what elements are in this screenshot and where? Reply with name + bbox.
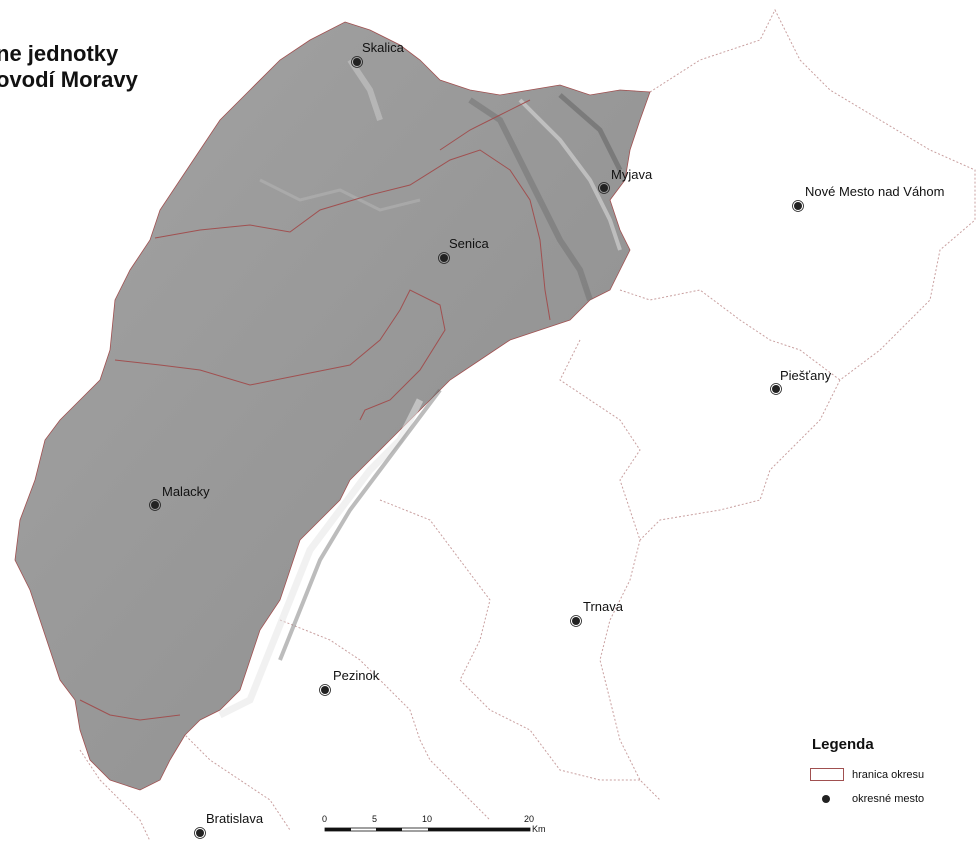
svg-text:Myjava: Myjava [611, 167, 653, 182]
basin-relief [14, 21, 651, 791]
legend-boundary-swatch [810, 768, 844, 781]
svg-text:Pezinok: Pezinok [333, 668, 380, 683]
svg-text:Nové Mesto nad Váhom: Nové Mesto nad Váhom [805, 184, 944, 199]
mountain-texture [218, 58, 623, 719]
legend-town-label: okresné mesto [852, 792, 925, 805]
town-trnava: Trnava [570, 599, 624, 627]
legend-boundary-row: hranica okresu [810, 768, 924, 781]
legend-town-row: okresné mesto [810, 792, 924, 805]
legend-title: Legenda [812, 736, 874, 753]
map-title-line-2: ovodí Moravy [0, 67, 138, 92]
svg-text:Bratislava: Bratislava [206, 811, 264, 826]
legend-boundary-label: hranica okresu [852, 768, 925, 781]
svg-text:Skalica: Skalica [362, 40, 405, 55]
svg-text:Piešťany: Piešťany [780, 368, 832, 383]
outer-district-boundaries [79, 8, 976, 841]
map-title-line-1: ne jednotky [0, 41, 119, 66]
scale-tick-20: 20 [524, 814, 534, 824]
town-myjava: Myjava [598, 167, 653, 194]
scale-bar: 0 5 10 20 Km [322, 814, 546, 834]
town-pezinok: Pezinok [319, 668, 380, 696]
town-bratislava: Bratislava [194, 811, 264, 839]
legend-town-symbol [810, 792, 844, 805]
svg-text:Senica: Senica [449, 236, 490, 251]
town-malacky: Malacky [149, 484, 210, 511]
town-skalica: Skalica [351, 40, 405, 68]
scale-tick-5: 5 [372, 814, 377, 824]
scale-unit: Km [532, 824, 546, 834]
town-senica: Senica [438, 236, 490, 264]
town-nove-mesto-nad-vahom: Nové Mesto nad Váhom [792, 184, 944, 212]
scale-tick-10: 10 [422, 814, 432, 824]
scale-tick-0: 0 [322, 814, 327, 824]
town-piestany: Piešťany [770, 368, 832, 395]
svg-text:Malacky: Malacky [162, 484, 210, 499]
inner-district-boundaries [79, 99, 551, 721]
svg-text:Trnava: Trnava [583, 599, 624, 614]
